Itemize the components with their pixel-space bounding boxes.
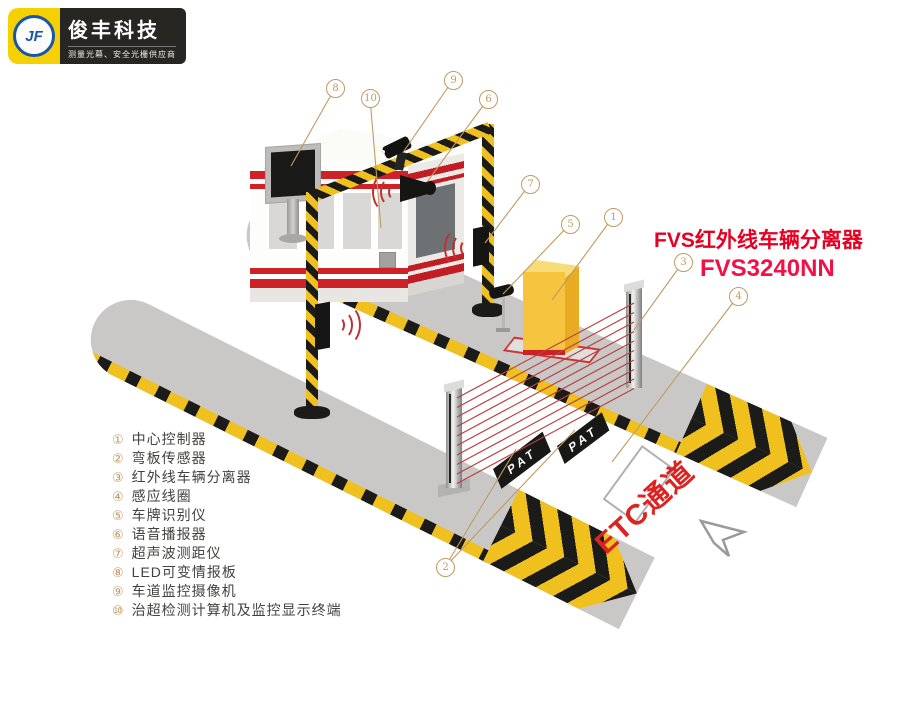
monitoring-terminal bbox=[379, 252, 396, 268]
legend-item-label: 车道监控摄像机 bbox=[131, 583, 237, 599]
legend-item: ⑤ 车牌识别仪 bbox=[112, 506, 342, 525]
gantry-pole-right-base bbox=[472, 303, 504, 317]
product-label-line1: FVS红外线车辆分离器 bbox=[654, 229, 863, 252]
logo-text-box: 俊丰科技 测量光幕、安全光栅供应商 bbox=[60, 8, 186, 64]
ultrasonic-ranger bbox=[473, 225, 489, 267]
legend-item-label: 超声波测距仪 bbox=[131, 545, 222, 561]
marker-9: 9 bbox=[444, 71, 463, 90]
legend-item: ⑦ 超声波测距仪 bbox=[112, 544, 342, 563]
infrared-pillar-far bbox=[624, 279, 644, 388]
legend-item-number: ④ bbox=[112, 489, 125, 504]
legend-item-number: ② bbox=[112, 451, 125, 466]
lane-camera-lens bbox=[381, 150, 385, 154]
legend-item-number: ⑦ bbox=[112, 546, 125, 561]
product-label-line2: FVS3240NN bbox=[700, 255, 835, 282]
legend-item: ③ 红外线车辆分离器 bbox=[112, 468, 342, 487]
direction-arrow bbox=[698, 519, 749, 557]
legend-item-number: ③ bbox=[112, 470, 125, 485]
legend-item-label: 红外线车辆分离器 bbox=[131, 469, 252, 485]
legend-item-label: 语音播报器 bbox=[131, 526, 207, 542]
legend-item-number: ⑤ bbox=[112, 508, 125, 523]
legend-item-label: 弯板传感器 bbox=[131, 450, 207, 466]
gantry-pole-left bbox=[306, 192, 318, 418]
marker-6: 6 bbox=[479, 90, 498, 109]
legend-item-label: 治超检测计算机及监控显示终端 bbox=[131, 602, 342, 618]
booth-side-wall bbox=[408, 153, 464, 296]
central-controller-cabinet bbox=[523, 258, 581, 356]
legend-item-number: ⑨ bbox=[112, 584, 125, 599]
legend-item: ① 中心控制器 bbox=[112, 430, 342, 449]
chevron-tip bbox=[676, 384, 828, 507]
legend-item-label: 中心控制器 bbox=[131, 431, 207, 447]
marker-8: 8 bbox=[326, 79, 345, 98]
legend-item: ② 弯板传感器 bbox=[112, 449, 342, 468]
ultrasonic-wave-icon bbox=[444, 228, 472, 268]
led-board-base bbox=[279, 234, 307, 243]
infrared-pillar-near bbox=[444, 379, 464, 488]
company-name: 俊丰科技 bbox=[68, 19, 160, 42]
legend-item-number: ⑥ bbox=[112, 527, 125, 542]
voice-speaker-mount bbox=[424, 181, 436, 195]
legend-item-number: ⑩ bbox=[112, 603, 125, 618]
led-board-pole bbox=[287, 199, 299, 239]
antenna-wave-icon bbox=[333, 305, 361, 345]
marker-7: 7 bbox=[521, 175, 540, 194]
legend-item-label: 车牌识别仪 bbox=[131, 507, 207, 523]
gantry-pole-left-base bbox=[294, 406, 330, 419]
lane-antenna bbox=[315, 301, 330, 351]
legend-item-number: ① bbox=[112, 432, 125, 447]
product-label: FVS红外线车辆分离器 FVS3240NN bbox=[654, 224, 863, 283]
plate-camera-post bbox=[502, 298, 505, 330]
legend-item: ⑩ 治超检测计算机及监控显示终端 bbox=[112, 601, 342, 620]
legend-item: ⑨ 车道监控摄像机 bbox=[112, 582, 342, 601]
legend-item-label: 感应线圈 bbox=[131, 488, 192, 504]
marker-5: 5 bbox=[561, 215, 580, 234]
legend-item: ⑥ 语音播报器 bbox=[112, 525, 342, 544]
bent-plate-sensor: PAT bbox=[493, 431, 551, 489]
legend-item-label: LED可变情报板 bbox=[131, 564, 237, 580]
legend-item: ④ 感应线圈 bbox=[112, 487, 342, 506]
company-logo: JF 俊丰科技 测量光幕、安全光栅供应商 bbox=[8, 8, 186, 64]
marker-10: 10 bbox=[361, 89, 380, 108]
marker-1: 1 bbox=[604, 208, 623, 227]
logo-emblem-box: JF bbox=[8, 8, 60, 64]
marker-2: 2 bbox=[436, 558, 455, 577]
plate-camera-foot bbox=[496, 328, 510, 332]
company-tagline: 测量光幕、安全光栅供应商 bbox=[68, 45, 176, 60]
booth-window bbox=[340, 190, 374, 252]
legend-item: ⑧ LED可变情报板 bbox=[112, 563, 342, 582]
gantry-pole-right bbox=[482, 124, 494, 314]
sound-wave-icon bbox=[372, 172, 400, 212]
marker-4: 4 bbox=[729, 287, 748, 306]
legend-item-number: ⑧ bbox=[112, 565, 125, 580]
jf-monogram-icon: JF bbox=[13, 15, 55, 57]
bent-plate-sensor: PAT bbox=[557, 412, 610, 465]
